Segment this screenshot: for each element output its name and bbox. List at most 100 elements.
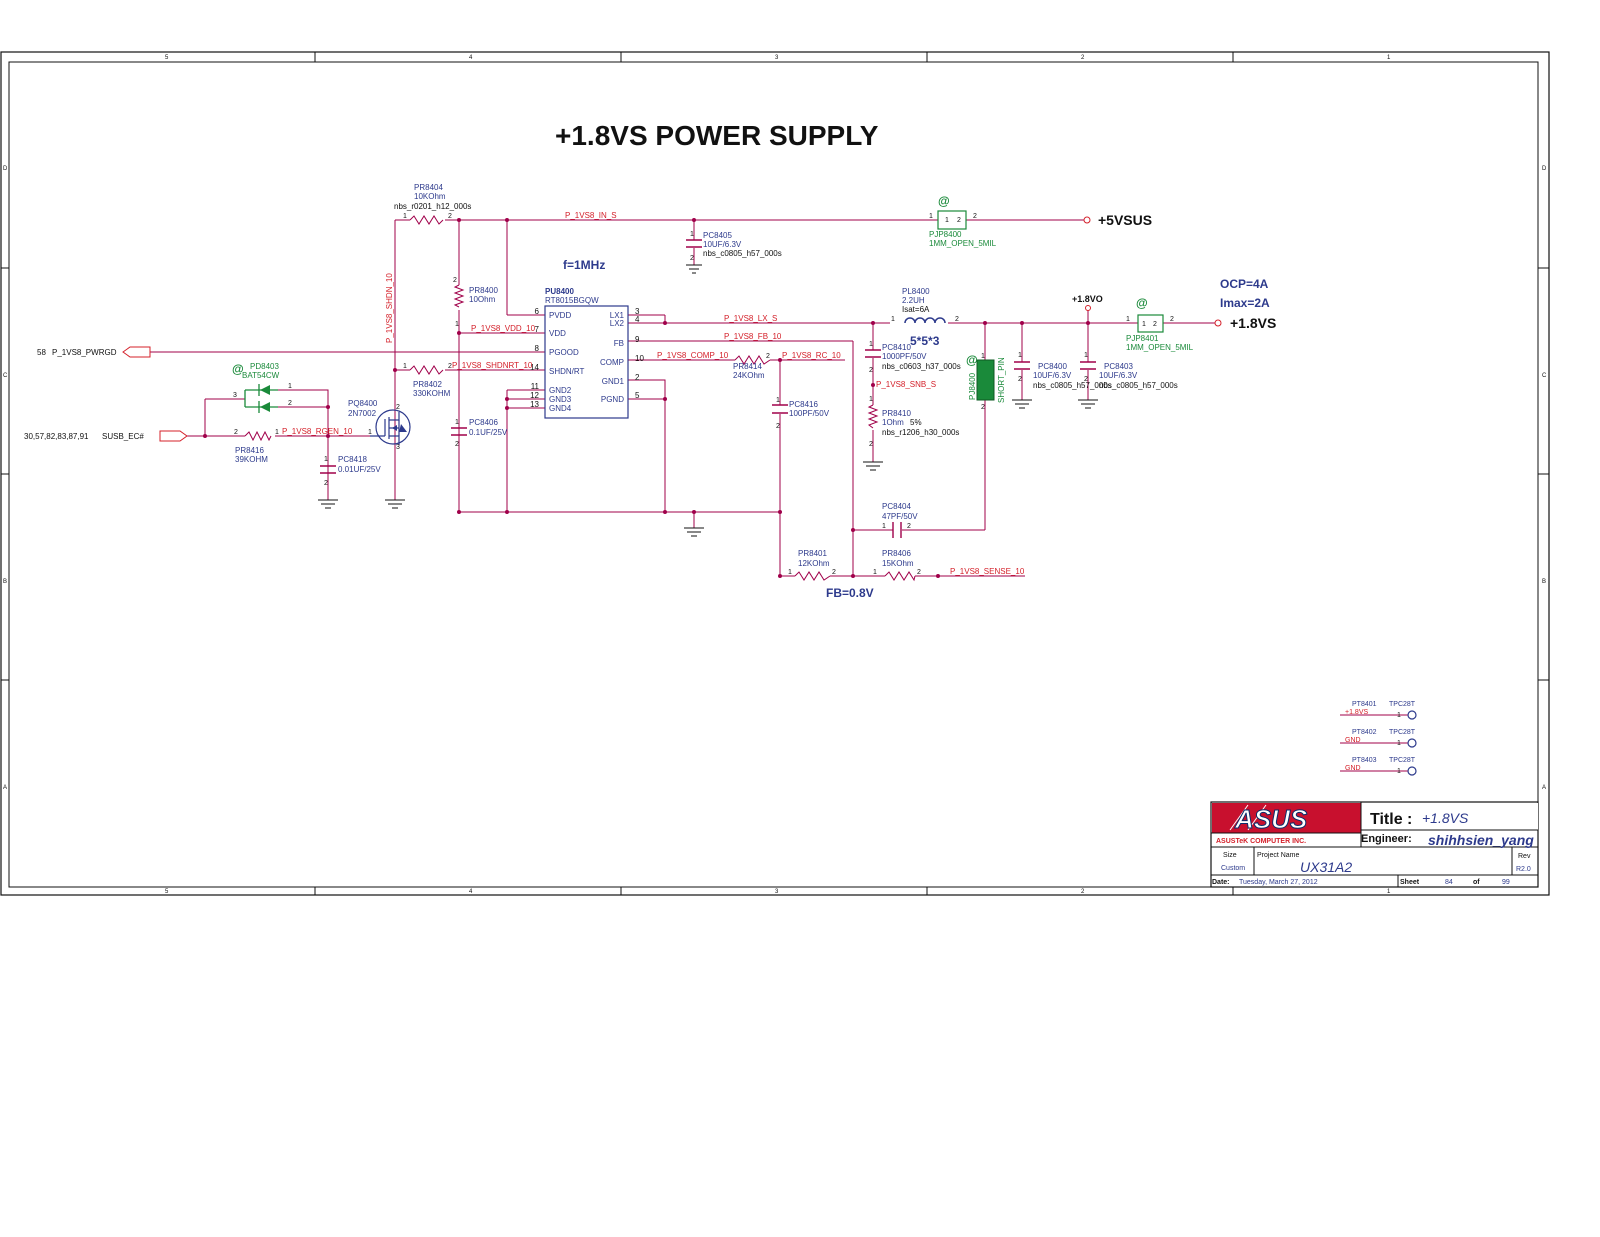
capacitor-symbols bbox=[320, 239, 1096, 538]
pd8403-ref: PD8403 bbox=[250, 362, 279, 371]
pq8400-symbol bbox=[370, 409, 411, 445]
pjp8401-at-mark: @ bbox=[1136, 296, 1148, 310]
svg-text:1: 1 bbox=[776, 397, 780, 404]
pc8416-value: 100PF/50V bbox=[789, 409, 830, 418]
pc8406-ref: PC8406 bbox=[469, 418, 498, 427]
svg-text:2: 2 bbox=[957, 217, 961, 224]
zone-row-d-left: D bbox=[3, 166, 8, 172]
ic-pin-comp: COMP bbox=[600, 358, 624, 367]
pj8400-ref: PJ8400 bbox=[968, 372, 977, 400]
gnd-snubber bbox=[863, 461, 883, 471]
rev-value: R2.0 bbox=[1516, 866, 1531, 873]
pr8402-ref: PR8402 bbox=[413, 380, 442, 389]
pc8404-ref: PC8404 bbox=[882, 502, 911, 511]
vo-terminal bbox=[1085, 305, 1091, 311]
zone-col-1-top: 1 bbox=[1387, 55, 1391, 61]
zone-row-d-right: D bbox=[1542, 166, 1547, 172]
pr8404-ref: PR8404 bbox=[414, 183, 443, 192]
net-vdd: P_1VS8_VDD_10 bbox=[471, 324, 536, 333]
pj8400-at-mark: @ bbox=[966, 353, 978, 367]
ic-pin-gnd4: GND4 bbox=[549, 404, 572, 413]
pjp8400-value: 1MM_OPEN_5MIL bbox=[929, 239, 997, 248]
ground-symbols bbox=[318, 264, 1098, 537]
sheet-title: +1.8VS bbox=[1422, 810, 1469, 826]
pc8410-ref: PC8410 bbox=[882, 343, 911, 352]
svg-text:2: 2 bbox=[766, 353, 770, 360]
pc8403-value: 10UF/6.3V bbox=[1099, 371, 1138, 380]
pd8403-at-mark: @ bbox=[232, 362, 244, 376]
ic-pin-num-14: 14 bbox=[530, 363, 539, 372]
svg-text:1: 1 bbox=[1142, 321, 1146, 328]
pc8410-symbol bbox=[865, 349, 881, 358]
pq8400-ref: PQ8400 bbox=[348, 399, 378, 408]
fb-note: FB=0.8V bbox=[826, 586, 874, 600]
pu8400-body bbox=[544, 305, 629, 419]
project-label: Project Name bbox=[1257, 852, 1300, 859]
svg-text:2: 2 bbox=[288, 400, 292, 407]
pl8400-symbol bbox=[904, 317, 946, 324]
pwrgd-port-label: P_1VS8_PWRGD bbox=[52, 348, 117, 357]
zone-col-3-top: 3 bbox=[775, 55, 779, 61]
pr8416-symbol bbox=[244, 430, 272, 442]
zone-col-5-bottom: 5 bbox=[165, 889, 169, 895]
svg-text:1: 1 bbox=[324, 456, 328, 463]
svg-text:2: 2 bbox=[453, 277, 457, 284]
svg-text:2: 2 bbox=[973, 213, 977, 220]
pu8400-part: RT8015BGQW bbox=[545, 296, 599, 305]
ic-pin-vdd: VDD bbox=[549, 329, 566, 338]
pr8414-value: 24KOhm bbox=[733, 371, 765, 380]
svg-text:2: 2 bbox=[869, 441, 873, 448]
pwrgd-ref-num: 58 bbox=[37, 348, 46, 357]
gnd-pc8418 bbox=[318, 499, 338, 509]
ic-pin-gnd2: GND2 bbox=[549, 386, 572, 395]
gnd-pc8400 bbox=[1012, 399, 1032, 409]
ic-pin-num-3: 3 bbox=[635, 307, 640, 316]
pr8410-ref: PR8410 bbox=[882, 409, 911, 418]
ic-pin-num-4: 4 bbox=[635, 315, 640, 324]
svg-text:1: 1 bbox=[1084, 352, 1088, 359]
svg-text:2: 2 bbox=[455, 441, 459, 448]
svg-text:2: 2 bbox=[981, 404, 985, 411]
pl8400-value: 2.2UH bbox=[902, 296, 925, 305]
pc8418-ref: PC8418 bbox=[338, 455, 367, 464]
zone-col-3-bottom: 3 bbox=[775, 889, 779, 895]
pr8406-value: 15KOhm bbox=[882, 559, 914, 568]
pc8405-symbol bbox=[686, 239, 702, 248]
pwrgd-offpage-connector bbox=[122, 346, 151, 358]
date-value: Tuesday, March 27, 2012 bbox=[1239, 879, 1318, 886]
ic-pin-num-13: 13 bbox=[530, 400, 539, 409]
testpoint-symbols bbox=[1340, 710, 1417, 776]
pr8416-value: 39KOHM bbox=[235, 455, 268, 464]
resistor-symbols bbox=[244, 215, 916, 582]
pc8405-ref: PC8405 bbox=[703, 231, 732, 240]
jumper-labels: PJP8400 1MM_OPEN_5MIL PJP8401 1MM_OPEN_5… bbox=[232, 194, 1194, 403]
pq8400-value: 2N7002 bbox=[348, 409, 377, 418]
zone-col-2-top: 2 bbox=[1081, 55, 1085, 61]
pjp8400-symbol bbox=[937, 210, 967, 230]
svg-text:2: 2 bbox=[907, 523, 911, 530]
svg-text:1: 1 bbox=[873, 569, 877, 576]
pd8403-value: BAT54CW bbox=[242, 371, 280, 380]
svg-text:2: 2 bbox=[869, 367, 873, 374]
svg-text:2: 2 bbox=[955, 316, 959, 323]
pc8418-symbol bbox=[320, 465, 336, 474]
wires bbox=[150, 219, 1215, 577]
ic-pin-num-2: 2 bbox=[635, 373, 640, 382]
svg-text:2: 2 bbox=[234, 429, 238, 436]
pr8402-value: 330KOHM bbox=[413, 389, 451, 398]
gnd-bus bbox=[684, 527, 704, 537]
svg-text:2: 2 bbox=[1153, 321, 1157, 328]
project-name: UX31A2 bbox=[1300, 859, 1352, 875]
zone-row-c-left: C bbox=[3, 373, 8, 379]
zone-row-a-left: A bbox=[3, 785, 7, 791]
svg-text:1: 1 bbox=[275, 429, 279, 436]
pr8401-symbol bbox=[794, 571, 831, 581]
svg-text:1: 1 bbox=[368, 429, 372, 436]
net-snb: P_1VS8_SNB_S bbox=[876, 380, 936, 389]
pc8403-symbol bbox=[1080, 361, 1096, 370]
pc8403-ref: PC8403 bbox=[1104, 362, 1133, 371]
svg-text:2: 2 bbox=[1170, 316, 1174, 323]
component-labels: PR8404 10KOhm nbs_r0201_h12_000s PR8400 … bbox=[235, 183, 1178, 568]
title-block: ASUS ASUSTeK COMPUTER INC. Title : +1.8V… bbox=[1210, 801, 1539, 888]
